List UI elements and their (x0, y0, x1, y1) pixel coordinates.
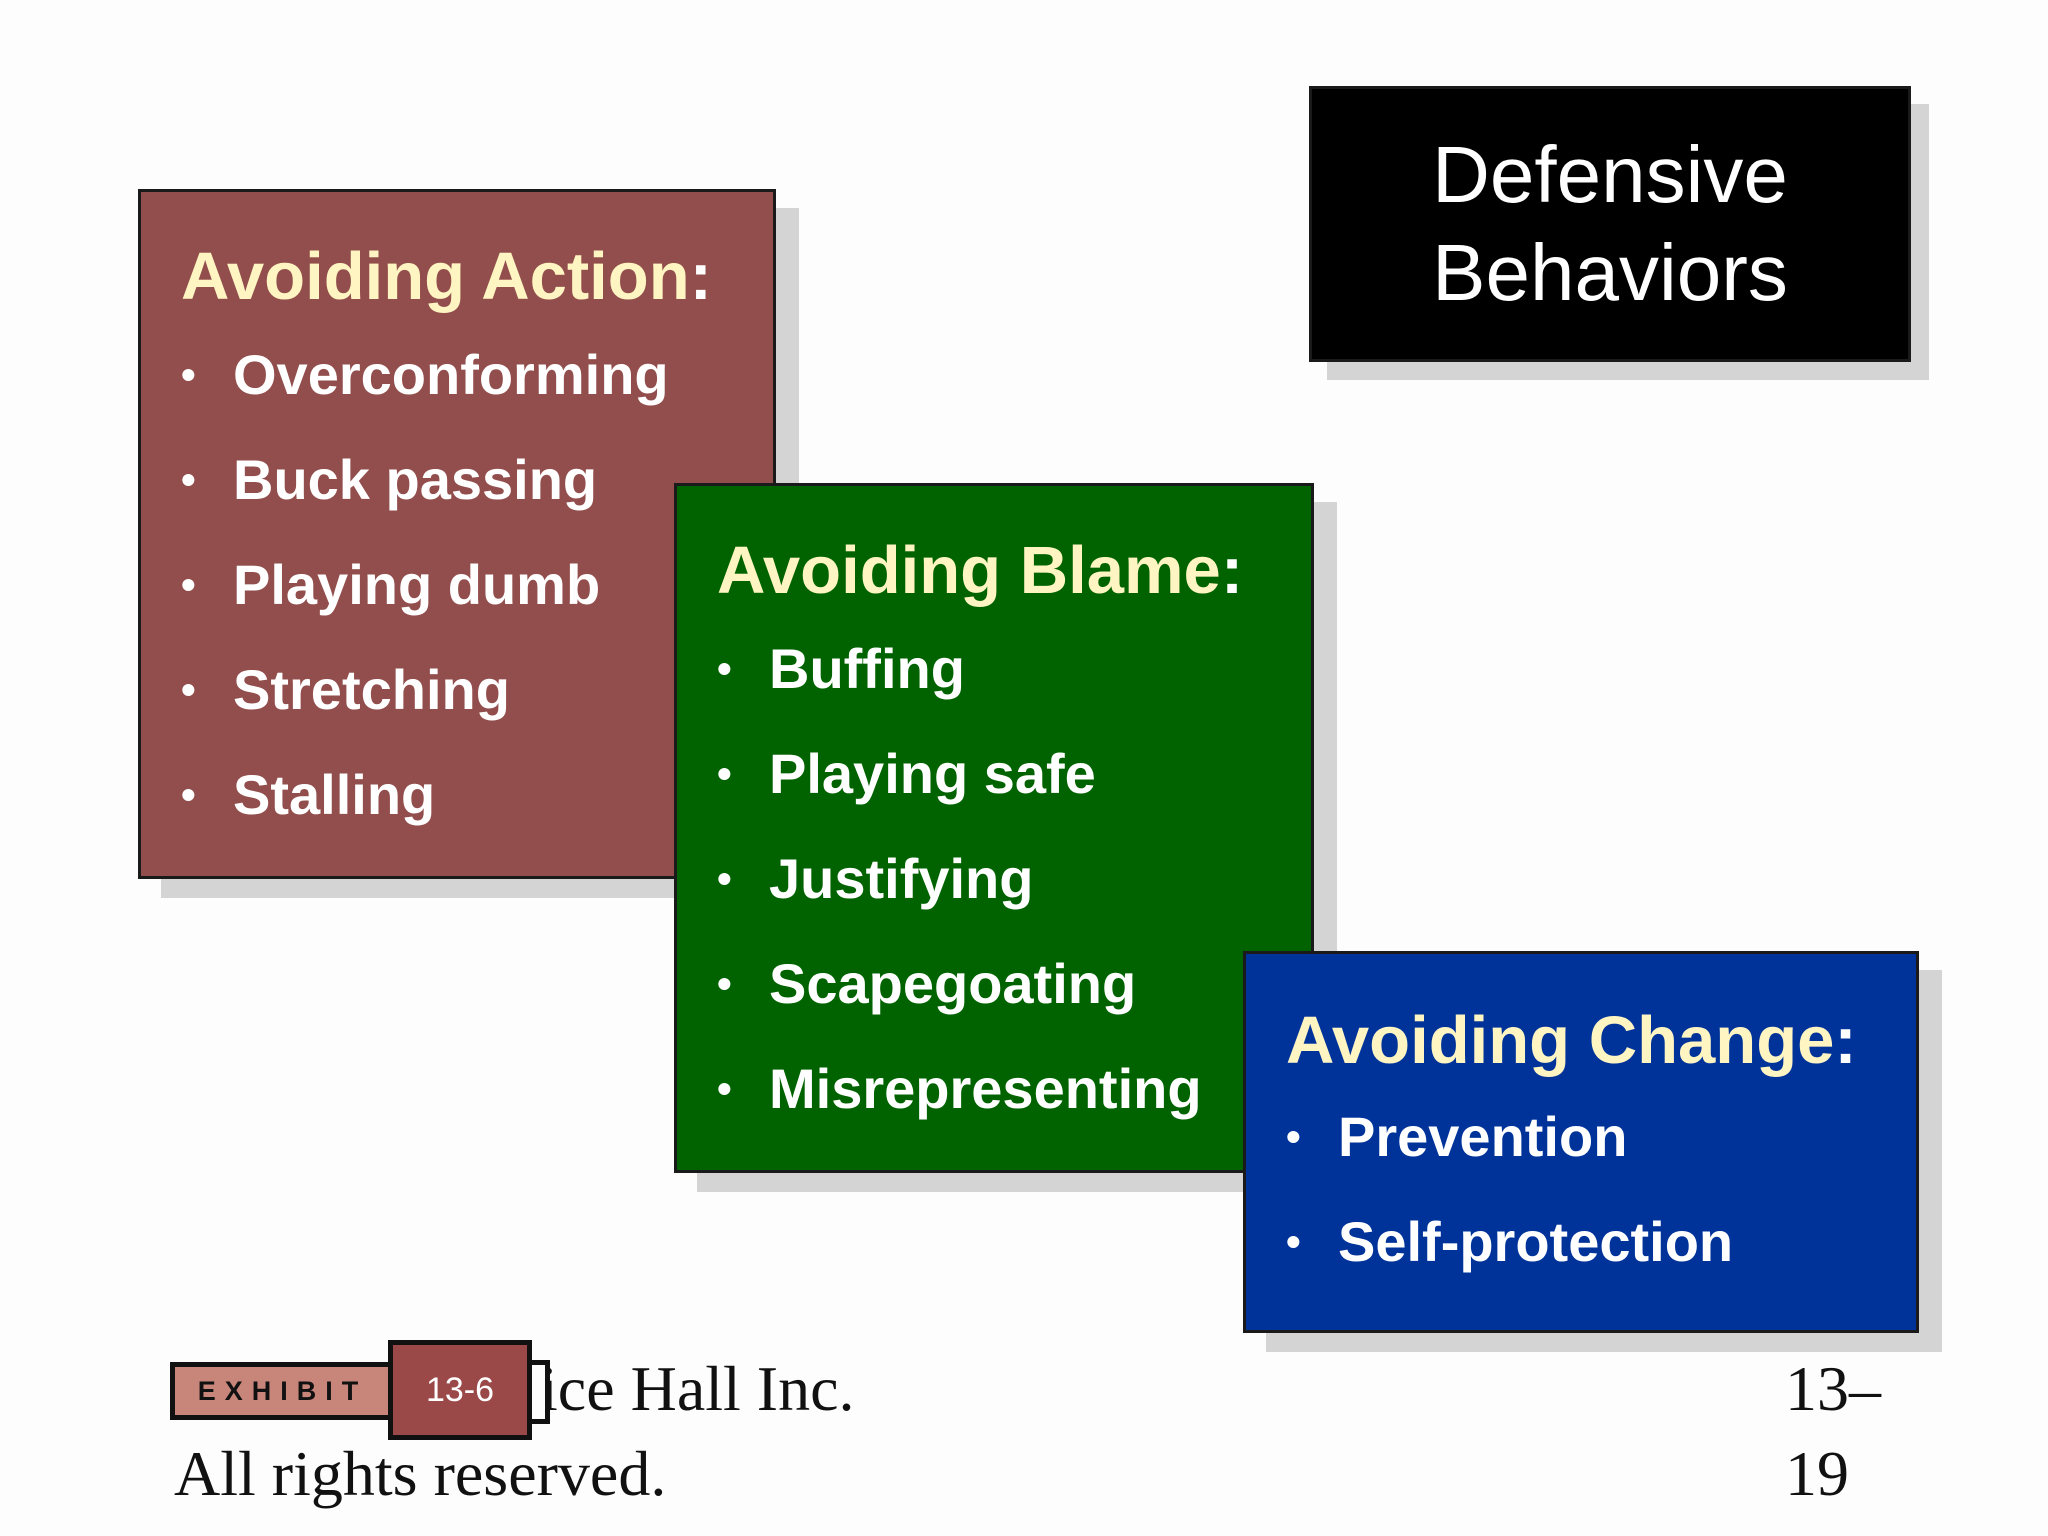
bullet-icon: • (717, 1065, 732, 1112)
item-label: Stretching (233, 658, 510, 721)
list-item: • Scapegoating (717, 931, 1202, 1036)
page-number-line-1: 13– (1785, 1353, 1881, 1424)
bullet-icon: • (717, 960, 732, 1007)
title-line-1: Defensive (1432, 130, 1788, 219)
bullet-icon: • (181, 351, 196, 398)
copyright-line-2: All rights reserved. (174, 1438, 667, 1509)
list-item: • Misrepresenting (717, 1036, 1202, 1141)
list-item: • Prevention (1286, 1084, 1733, 1189)
list-item: • Justifying (717, 826, 1202, 931)
item-label: Playing dumb (233, 553, 601, 616)
exhibit-label: EXHIBIT (170, 1362, 395, 1420)
bullet-icon: • (181, 666, 196, 713)
item-label: Overconforming (233, 343, 669, 406)
avoiding-action-heading: Avoiding Action: (181, 238, 712, 315)
item-label: Scapegoating (769, 952, 1137, 1015)
bullet-icon: • (181, 456, 196, 503)
bullet-icon: • (1286, 1113, 1301, 1160)
list-item: • Stretching (181, 637, 669, 742)
slide-title: Defensive Behaviors (1309, 86, 1911, 362)
item-label: Buck passing (233, 448, 598, 511)
list-item: • Stalling (181, 742, 669, 847)
heading-colon: : (689, 239, 712, 314)
heading-text: Avoiding Action (181, 239, 690, 314)
avoiding-blame-list: • Buffing • Playing safe • Justifying • Scap… (717, 616, 1202, 1141)
bullet-icon: • (181, 561, 196, 608)
avoiding-action-list: • Overconforming • Buck passing • Playing d… (181, 322, 669, 847)
bullet-icon: • (717, 750, 732, 797)
heading-colon: : (1834, 1003, 1857, 1078)
item-label: Prevention (1338, 1105, 1628, 1168)
exhibit-number: 13-6 (388, 1340, 532, 1440)
bullet-icon: • (181, 771, 196, 818)
item-label: Misrepresenting (769, 1057, 1202, 1120)
avoiding-change-heading: Avoiding Change: (1286, 1002, 1857, 1079)
bullet-icon: • (1286, 1218, 1301, 1265)
list-item: • Playing safe (717, 721, 1202, 826)
item-label: Self-protection (1338, 1210, 1734, 1273)
avoiding-change-list: • Prevention • Self-protection (1286, 1084, 1733, 1294)
title-line-2: Behaviors (1432, 228, 1788, 317)
avoiding-blame-heading: Avoiding Blame: (717, 532, 1243, 609)
copyright-line-1: ice Hall Inc. (540, 1353, 855, 1424)
item-label: Justifying (769, 847, 1034, 910)
item-label: Stalling (233, 763, 436, 826)
heading-text: Avoiding Change (1286, 1003, 1835, 1078)
list-item: • Buck passing (181, 427, 669, 532)
avoiding-action-card: Avoiding Action: • Overconforming • Buck p… (138, 189, 776, 879)
item-label: Buffing (769, 637, 965, 700)
list-item: • Overconforming (181, 322, 669, 427)
list-item: • Buffing (717, 616, 1202, 721)
avoiding-change-card: Avoiding Change: • Prevention • Self-prote… (1243, 951, 1919, 1333)
list-item: • Playing dumb (181, 532, 669, 637)
list-item: • Self-protection (1286, 1189, 1733, 1294)
exhibit-bracket (528, 1360, 550, 1424)
bullet-icon: • (717, 855, 732, 902)
bullet-icon: • (717, 645, 732, 692)
item-label: Playing safe (769, 742, 1096, 805)
heading-text: Avoiding Blame (717, 533, 1221, 608)
avoiding-blame-card: Avoiding Blame: • Buffing • Playing safe •… (674, 483, 1314, 1173)
page-number-line-2: 19 (1785, 1438, 1849, 1509)
heading-colon: : (1220, 533, 1244, 608)
